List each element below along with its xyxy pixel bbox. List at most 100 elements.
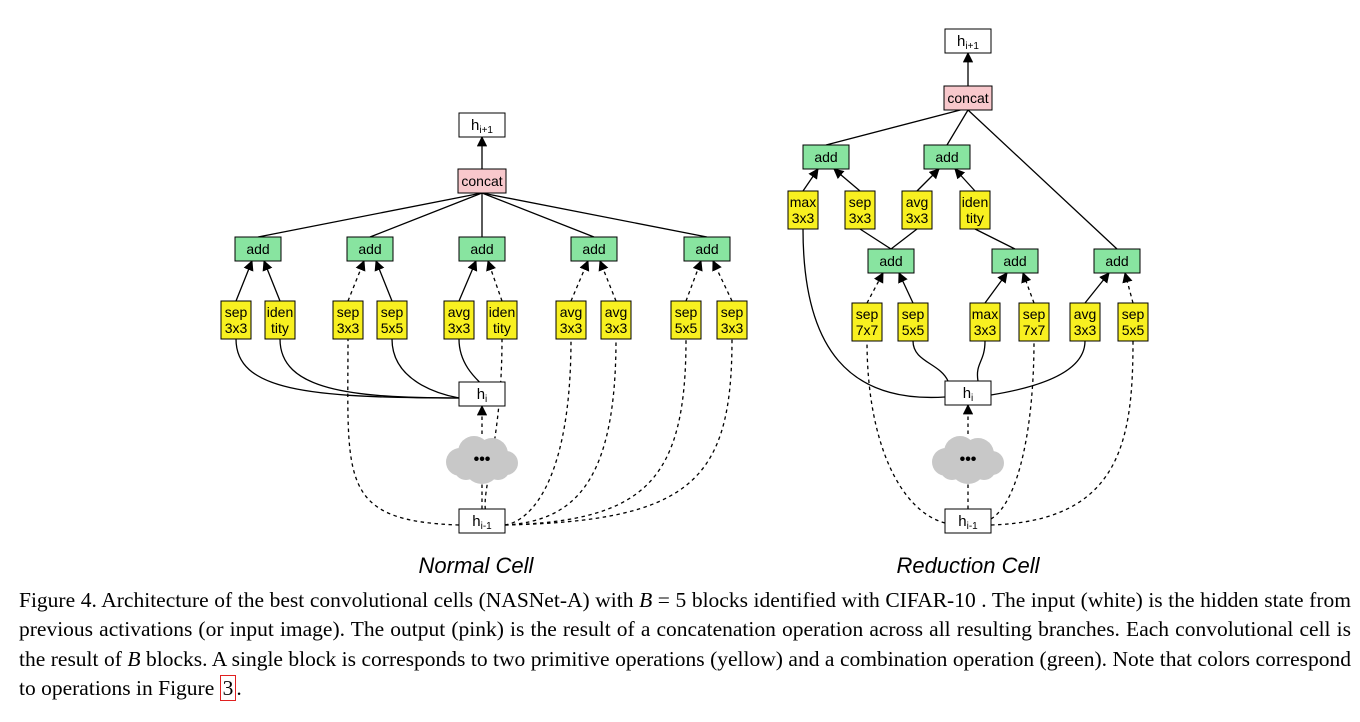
- normal-op-to-add-edge: [374, 260, 393, 302]
- normal-op-node-box: [443, 300, 475, 340]
- normal-op-to-add-edge: [262, 260, 281, 302]
- reduction-output-node-subscript: i+1: [965, 41, 979, 52]
- normal-op-to-add-edge: [235, 260, 254, 302]
- reduction-hprev-to-op-edge: [866, 340, 946, 524]
- edges-layer: [235, 51, 1134, 526]
- reduction-op-node-line2: 7x7: [1023, 322, 1046, 338]
- normal-cloud-icon-puff: [486, 456, 510, 480]
- normal-op-node-box: [716, 300, 748, 340]
- reduction-op-node-line2: 5x5: [1122, 322, 1145, 338]
- reduction-cloud-icon: •••: [932, 436, 1004, 484]
- normal-output-node-box: [458, 112, 506, 138]
- normal-op-node-line2: 3x3: [448, 320, 471, 336]
- reduction-op-to-add-edge: [866, 272, 884, 304]
- normal-add-to-concat-edge: [369, 192, 483, 238]
- normal-add-to-concat-edge: [481, 192, 708, 238]
- reduction-op-to-add-edge: [898, 272, 914, 304]
- reduction-add-node: add: [867, 248, 915, 274]
- reduction-op-node-line1: sep: [1122, 306, 1145, 322]
- normal-op-node-line1: sep: [381, 304, 404, 320]
- reduction-op-to-add-edge: [954, 168, 976, 192]
- reduction-add-node-box: [991, 248, 1039, 274]
- caption-text-4: .: [236, 675, 242, 700]
- normal-add-node-label: add: [582, 241, 605, 257]
- normal-add-node-label: add: [695, 241, 718, 257]
- reduction-hprev-to-op-edge: [990, 340, 1035, 520]
- normal-op-to-add-edge: [598, 260, 617, 302]
- reduction-op-node-line2: 3x3: [1074, 322, 1097, 338]
- normal-hprev-to-op-edge: [484, 338, 506, 526]
- reduction-add-to-concat-edge: [946, 109, 969, 146]
- reduction-hi-node-label: hi: [963, 385, 974, 404]
- reduction-op-node-line2: tity: [966, 210, 984, 226]
- normal-op-to-add-edge: [458, 260, 478, 302]
- normal-op-node-line2: 3x3: [560, 320, 583, 336]
- normal-op-node-line1: iden: [267, 304, 293, 320]
- reduction-add-node-label: add: [935, 149, 958, 165]
- reduction-add-node: add: [991, 248, 1039, 274]
- normal-op-node-line2: 3x3: [337, 320, 360, 336]
- normal-add-node-box: [346, 236, 394, 262]
- reduction-op-node-line1: max: [972, 306, 998, 322]
- reduction-op-node-box: [1069, 302, 1101, 342]
- reduction-op-node-box: [901, 190, 933, 230]
- normal-op-node-line2: 5x5: [675, 320, 698, 336]
- reduction-add-to-concat-edge: [967, 109, 1118, 250]
- reduction-output-node: hi+1: [944, 28, 992, 54]
- normal-op-node-box: [332, 300, 364, 340]
- reduction-cloud-icon-puff: [972, 456, 996, 480]
- reduction-op-to-add-edge: [1021, 272, 1035, 304]
- normal-cell-title: Normal Cell: [419, 553, 535, 578]
- caption-math-b2: B: [127, 646, 141, 671]
- reduction-add-to-op-edge: [859, 228, 892, 250]
- normal-op-node-line1: sep: [337, 304, 360, 320]
- reduction-op-node-line1: avg: [1074, 306, 1097, 322]
- reduction-cloud-icon-dots: •••: [960, 451, 977, 468]
- reduction-hprev-node-box: [944, 508, 992, 534]
- reduction-op-node-line1: sep: [902, 306, 925, 322]
- reduction-add-to-op-edge: [890, 228, 918, 250]
- normal-op-node-box: [600, 300, 632, 340]
- reduction-op-node-line2: 3x3: [849, 210, 872, 226]
- reduction-concat-node-box: [943, 85, 993, 111]
- reduction-add-node-label: add: [814, 149, 837, 165]
- normal-op-node-line2: 5x5: [381, 320, 404, 336]
- caption-math-eq: = 5: [652, 588, 687, 612]
- reduction-add-node-label: add: [879, 253, 902, 269]
- normal-op-node-line1: sep: [721, 304, 744, 320]
- normal-op-node-line1: avg: [448, 304, 471, 320]
- reduction-op-node-box: [959, 190, 991, 230]
- normal-cloud-icon-dots: •••: [474, 451, 491, 468]
- reduction-op-to-add-edge: [1122, 271, 1134, 304]
- normal-op-node-line1: sep: [225, 304, 248, 320]
- normal-op-to-add-edge: [685, 260, 703, 302]
- normal-hi-node-subscript: i: [485, 394, 487, 405]
- normal-op-node-box: [376, 300, 408, 340]
- normal-hprev-node: hi-1: [458, 508, 506, 534]
- figure-caption: Figure 4. Architecture of the best convo…: [19, 586, 1351, 703]
- normal-output-node: hi+1: [458, 112, 506, 138]
- reduction-hi-node-subscript: i: [971, 393, 973, 404]
- figure-3-link[interactable]: 3: [219, 674, 237, 701]
- reduction-op-node-line1: avg: [906, 194, 929, 210]
- reduction-op-node-box: [844, 190, 876, 230]
- normal-op-node-line2: 3x3: [721, 320, 744, 336]
- normal-op-node-line2: tity: [493, 320, 511, 336]
- reduction-op-node-line2: 3x3: [974, 322, 997, 338]
- normal-cloud-icon-puff: [454, 456, 478, 480]
- reduction-concat-node: concat: [943, 85, 993, 111]
- reduction-add-to-concat-edge: [825, 107, 969, 146]
- normal-output-node-subscript: i+1: [479, 125, 493, 136]
